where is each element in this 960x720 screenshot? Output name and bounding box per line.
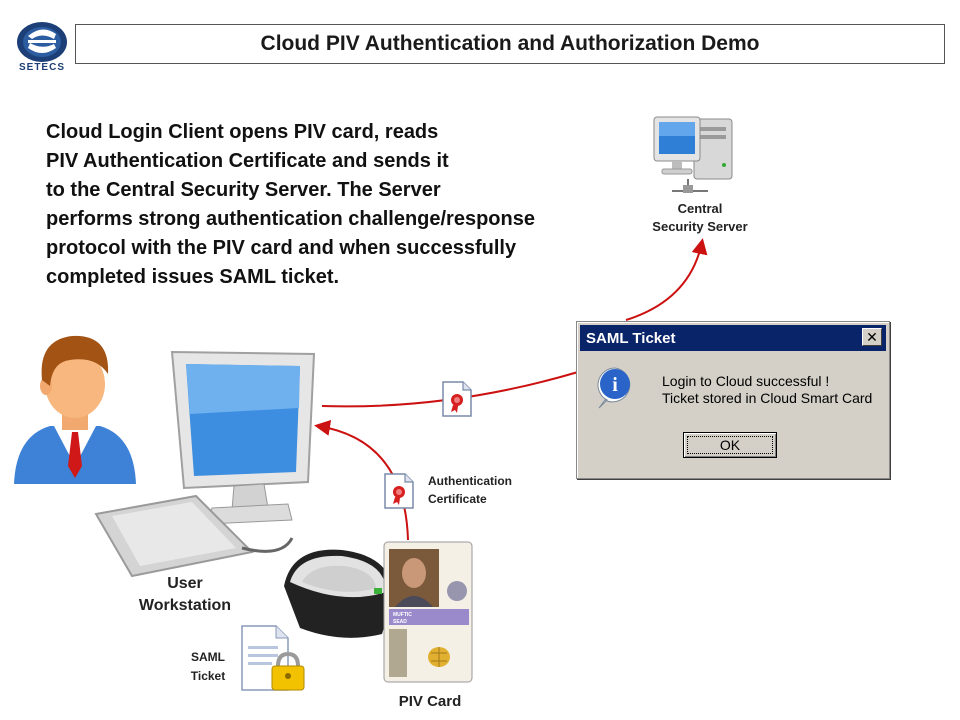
saml-ticket-caption: SAML Ticket xyxy=(178,648,238,686)
workstation-caption-line: Workstation xyxy=(138,597,232,614)
workstation-computer-icon xyxy=(94,350,316,578)
info-glyph: i xyxy=(612,374,618,396)
intro-line: PIV Authentication Certificate and sends… xyxy=(46,150,449,172)
dialog-title: SAML Ticket xyxy=(586,329,676,347)
saml-caption-line: SAML xyxy=(191,650,225,664)
dialog-message: Login to Cloud successful ! Ticket store… xyxy=(662,373,872,407)
saml-caption-line: Ticket xyxy=(190,669,226,683)
intro-paragraph: Cloud Login Client opens PIV card, reads… xyxy=(46,118,646,292)
dialog-close-button[interactable]: ✕ xyxy=(862,328,882,346)
server-computer-icon xyxy=(653,116,733,193)
intro-line: protocol with the PIV card and when succ… xyxy=(46,237,517,259)
card-reader-icon xyxy=(284,549,394,638)
arrow-to-server xyxy=(625,238,708,321)
workstation-caption-line: User xyxy=(167,575,203,592)
dialog-message-line: Login to Cloud successful ! xyxy=(662,373,830,389)
user-avatar-icon xyxy=(14,335,136,484)
auth-caption-line: Certificate xyxy=(428,492,487,506)
info-icon: i xyxy=(597,367,631,409)
intro-line: completed issues SAML ticket. xyxy=(46,266,340,288)
dialog-message-line: Ticket stored in Cloud Smart Card xyxy=(662,390,873,406)
auth-caption-line: Authentication xyxy=(428,474,512,488)
certificate-icon xyxy=(384,473,414,509)
page-title: Cloud PIV Authentication and Authorizati… xyxy=(75,24,945,64)
dialog-title-bar[interactable]: SAML Ticket ✕ xyxy=(580,325,886,351)
ok-button-label: OK xyxy=(687,436,773,454)
piv-card-name-line: SEAD xyxy=(393,619,407,625)
intro-line: to the Central Security Server. The Serv… xyxy=(46,179,441,201)
server-caption-line: Security Server xyxy=(652,219,748,234)
piv-card-caption: PIV Card xyxy=(398,693,462,710)
arrow-cert-to-workstation xyxy=(314,420,409,541)
logo-text: SETECS xyxy=(18,62,65,73)
auth-certificate-caption: Authentication Certificate xyxy=(428,472,512,508)
saml-ticket-locked-document-icon xyxy=(241,625,305,691)
server-caption: Central Security Server xyxy=(630,200,770,236)
setecs-logo-icon xyxy=(17,22,67,62)
piv-card-name-line: MUFTIC xyxy=(393,612,412,618)
piv-card-icon: MUFTIC SEAD xyxy=(383,541,473,683)
workstation-caption: User Workstation xyxy=(120,573,250,617)
server-caption-line: Central xyxy=(677,201,723,216)
intro-line: Cloud Login Client opens PIV card, reads xyxy=(46,121,439,143)
saml-ticket-dialog: SAML Ticket ✕ i Login to Cloud successfu… xyxy=(576,321,890,479)
ok-button[interactable]: OK xyxy=(683,432,777,458)
certificate-icon xyxy=(442,381,472,417)
intro-line: performs strong authentication challenge… xyxy=(46,208,535,230)
